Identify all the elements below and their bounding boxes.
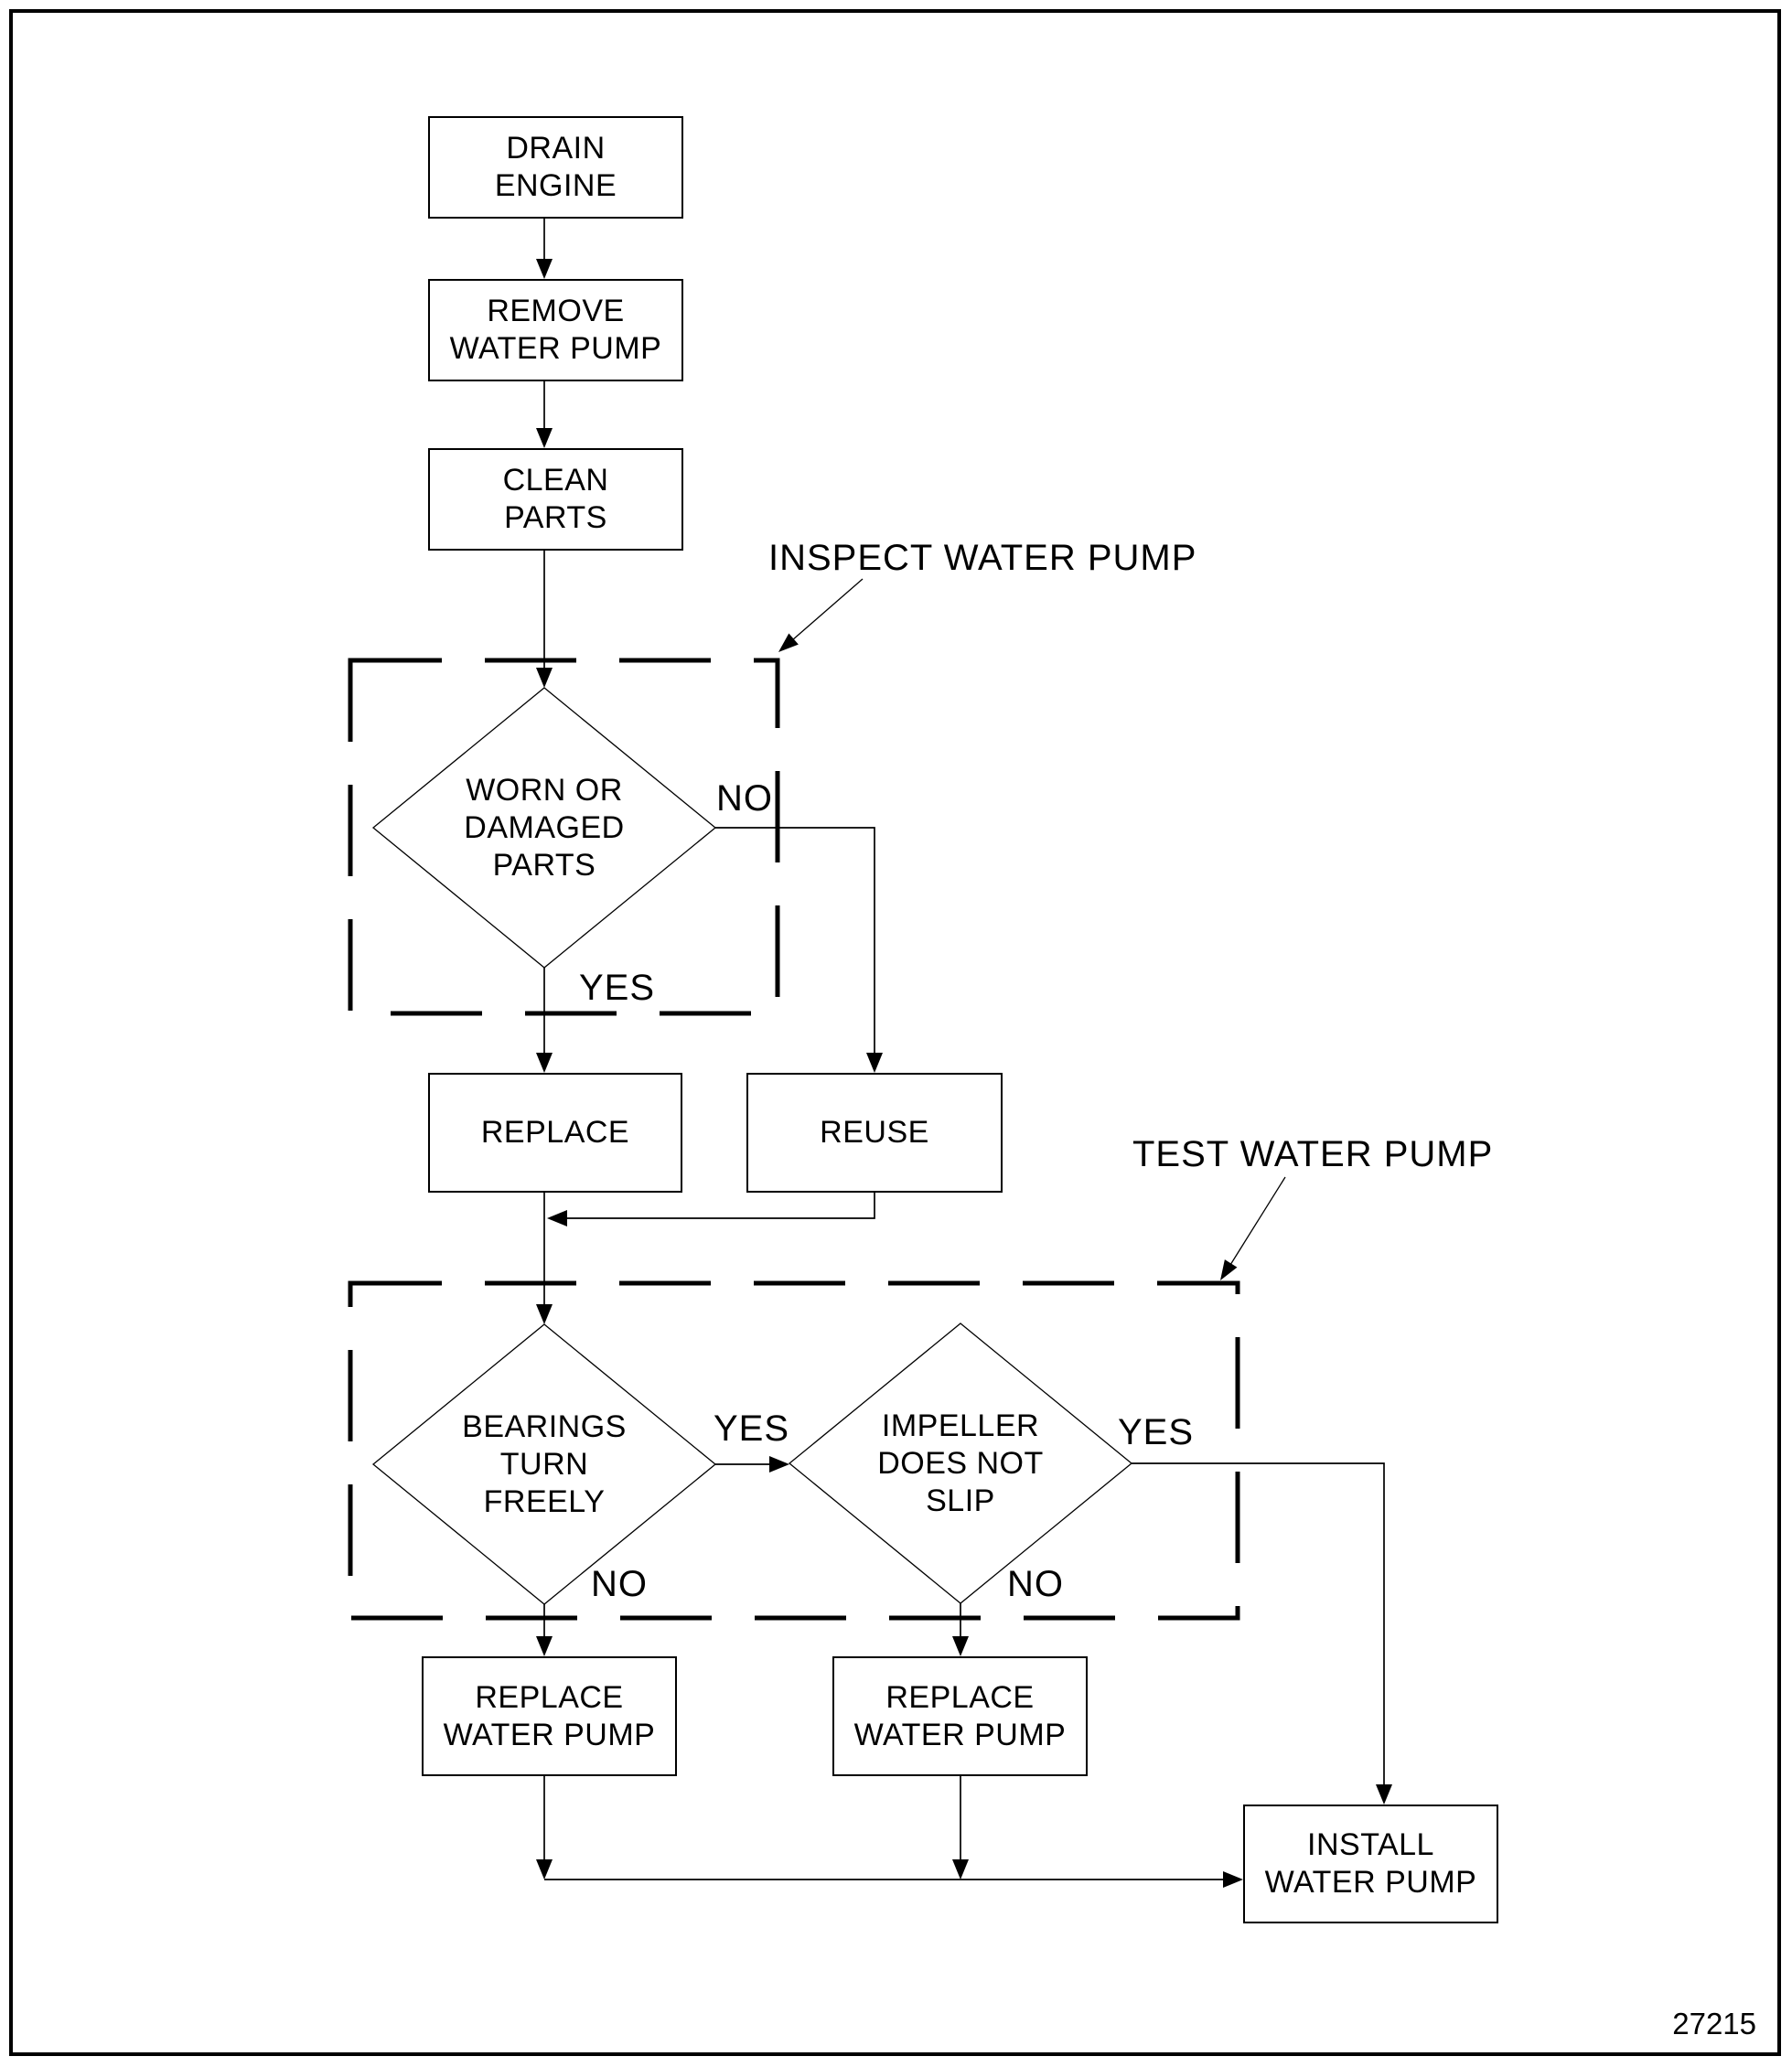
box-drain-engine: DRAIN ENGINE bbox=[428, 116, 683, 219]
edge-impeller-yes-to-install bbox=[1132, 1462, 1385, 1786]
inspect-leader-arrowhead bbox=[778, 633, 799, 652]
inspect-water-pump-label: INSPECT WATER PUMP bbox=[768, 538, 1197, 578]
arrowhead-worn bbox=[536, 668, 553, 688]
test-water-pump-label: TEST WATER PUMP bbox=[1132, 1134, 1494, 1174]
impeller-no-label: NO bbox=[1007, 1564, 1064, 1604]
box-replace: REPLACE bbox=[428, 1073, 682, 1193]
box-clean-parts: CLEAN PARTS bbox=[428, 448, 683, 551]
edge-reuse-join bbox=[565, 1193, 875, 1219]
decision-label-bearings-turn-freely: BEARINGS TURN FREELY bbox=[462, 1408, 627, 1519]
inspect-label-leader bbox=[784, 578, 864, 648]
arrowhead-collector-left bbox=[536, 1859, 553, 1880]
worn-no-label: NO bbox=[716, 778, 773, 819]
decision-label-worn-or-damaged-parts: WORN OR DAMAGED PARTS bbox=[464, 772, 625, 883]
decision-bearings-turn-freely bbox=[371, 1323, 717, 1605]
arrowhead-replacewp-left bbox=[536, 1636, 553, 1656]
arrowhead-replace bbox=[536, 1053, 553, 1073]
decision-impeller-does-not-slip bbox=[788, 1323, 1133, 1604]
box-install-water-pump: INSTALL WATER PUMP bbox=[1243, 1805, 1498, 1923]
arrowhead-collector-mid bbox=[952, 1859, 969, 1880]
figure-number: 27215 bbox=[1672, 2007, 1756, 2040]
arrowhead-reuse bbox=[866, 1053, 883, 1073]
page-border bbox=[9, 9, 1781, 2056]
test-leader-arrowhead bbox=[1220, 1259, 1238, 1280]
decision-label-impeller-does-not-slip: IMPELLER DOES NOT SLIP bbox=[877, 1408, 1044, 1518]
arrowhead-replacewp-right bbox=[952, 1636, 969, 1656]
arrowhead-reuse-join bbox=[547, 1210, 567, 1226]
arrowhead-install-top bbox=[1376, 1784, 1392, 1805]
worn-yes-label: YES bbox=[579, 968, 656, 1008]
inspect-group-outline bbox=[348, 658, 780, 1016]
box-replace-water-pump-left: REPLACE WATER PUMP bbox=[422, 1656, 677, 1776]
edge-worn-no-to-reuse bbox=[715, 827, 875, 1055]
bearings-no-label: NO bbox=[591, 1564, 648, 1604]
box-replace-water-pump-right: REPLACE WATER PUMP bbox=[832, 1656, 1088, 1776]
bearings-yes-label: YES bbox=[714, 1408, 790, 1449]
arrowhead-clean bbox=[536, 428, 553, 448]
arrowhead-impeller bbox=[769, 1456, 789, 1473]
arrowhead-install-left bbox=[1223, 1871, 1243, 1888]
test-label-leader bbox=[1225, 1176, 1286, 1273]
decision-worn-or-damaged-parts bbox=[371, 687, 717, 969]
impeller-yes-label: YES bbox=[1118, 1412, 1195, 1452]
arrowhead-remove bbox=[536, 259, 553, 279]
box-remove-water-pump: REMOVE WATER PUMP bbox=[428, 279, 683, 381]
arrowhead-bearings bbox=[536, 1304, 553, 1324]
test-group-outline bbox=[348, 1280, 1240, 1621]
box-reuse: REUSE bbox=[746, 1073, 1003, 1193]
